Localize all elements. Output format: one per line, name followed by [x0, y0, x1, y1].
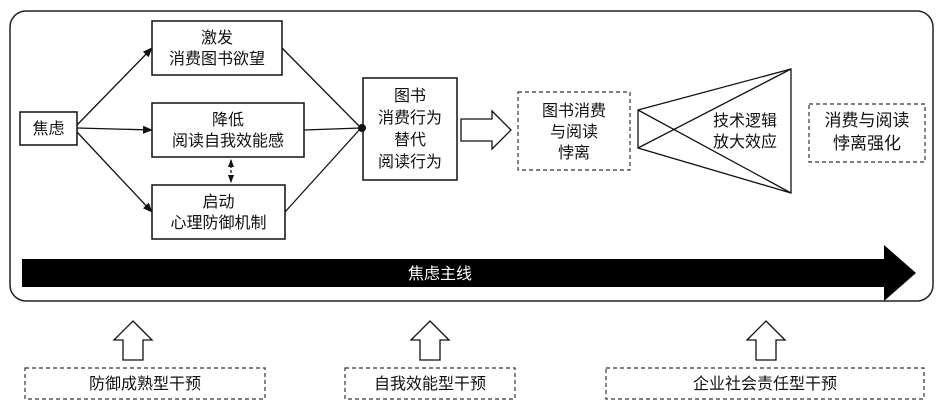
amplify-label: 技术逻辑 放大效应: [712, 111, 777, 151]
reduce-box: [151, 102, 305, 158]
activate-label: 启动 心理防御机制: [170, 192, 267, 232]
hollow-arrow-substitute-divorce: [460, 109, 512, 151]
anxiety-box: [19, 111, 78, 146]
up-arrow-2: [409, 320, 451, 361]
stimulate-label: 激发 消费图书欲望: [168, 28, 265, 68]
outer-frame: [9, 10, 934, 302]
divorce-box: [517, 91, 631, 171]
divorce-label: 图书消费 与阅读 悖离: [541, 100, 606, 162]
line-reduce-substitute: [303, 127, 362, 131]
arrow-anxiety-reduce: [76, 125, 153, 134]
intervention-label-1: 防御成熟型干预: [88, 374, 201, 393]
anxiety-label: 焦虑: [32, 119, 65, 138]
intervention-box-2: [344, 367, 516, 400]
substitute-box: [362, 77, 458, 181]
intervention-box-1: [24, 367, 266, 400]
up-arrow-1: [112, 320, 154, 361]
stimulate-box: [151, 20, 283, 76]
intervention-box-3: [605, 367, 925, 400]
main-line-label: 焦虑主线: [407, 263, 472, 283]
amplify-diagonal-top: [637, 109, 792, 194]
intervention-label-3: 企业社会责任型干预: [692, 374, 837, 393]
strengthen-label: 消费与阅读 悖离强化: [824, 111, 910, 154]
substitute-label: 图书 消费行为 替代 阅读行为: [377, 86, 442, 171]
line-stimulate-substitute: [281, 47, 362, 129]
junction-dot: [358, 124, 366, 132]
reduce-label: 降低 阅读自我效能感: [171, 110, 284, 150]
up-arrow-3: [745, 320, 787, 361]
arrow-anxiety-stimulate: [76, 47, 153, 126]
amplify-diagonal-bottom: [637, 68, 792, 149]
line-activate-substitute: [284, 127, 362, 213]
main-line-arrow: [22, 245, 916, 301]
strengthen-box: [808, 103, 926, 163]
arrow-anxiety-activate: [76, 131, 153, 213]
intervention-label-2: 自我效能型干预: [373, 374, 486, 393]
